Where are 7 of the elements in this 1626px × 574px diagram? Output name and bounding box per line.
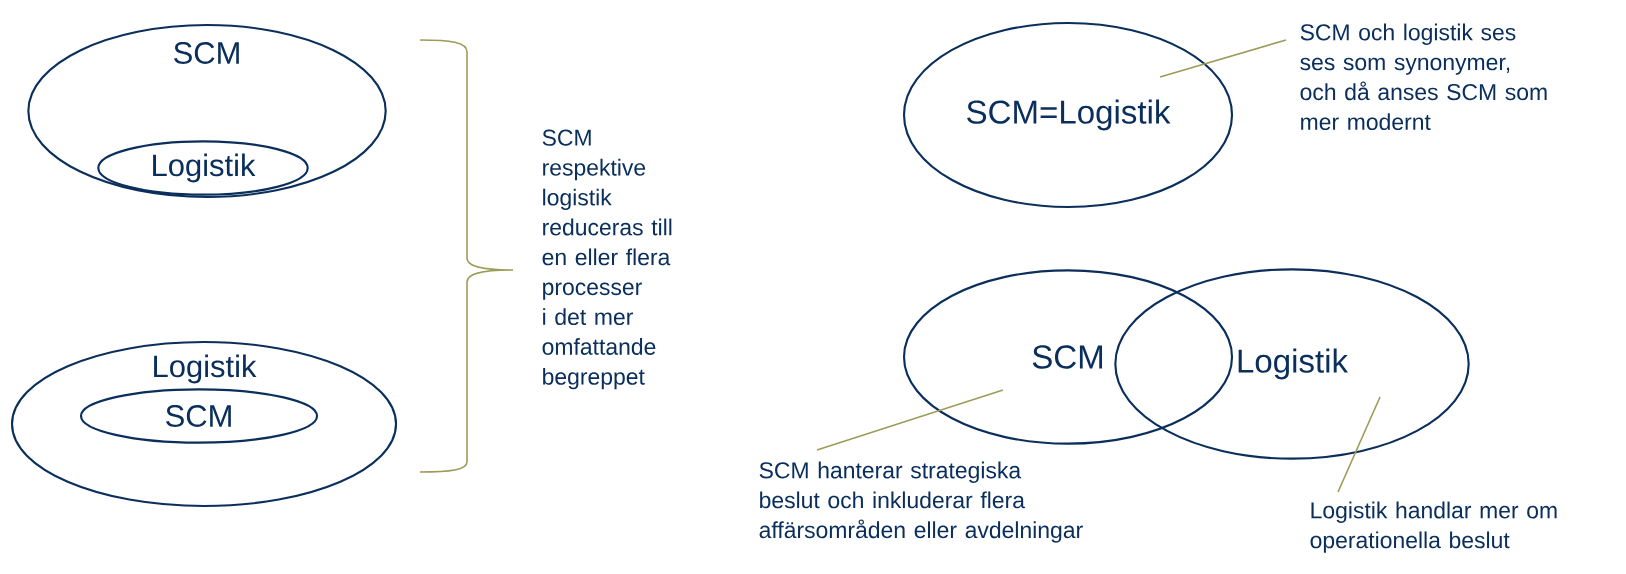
leader-line <box>816 389 1004 451</box>
leader-line <box>1159 39 1287 78</box>
callout-text: SCM hanterar strategiska beslut och inkluderar flera affärsområden eller avdelningar <box>759 461 1083 543</box>
leader-line <box>1337 396 1381 493</box>
callout-text: Logistik handlar mer om operationella beslut <box>1310 501 1557 553</box>
description-text: SCM respektive logistik reduceras till en eller flera processer i det mer omfattande begreppet <box>542 129 672 390</box>
callout-text: SCM och logistik ses ses som synonymer, och då anses SCM som mer modernt <box>1300 23 1547 131</box>
